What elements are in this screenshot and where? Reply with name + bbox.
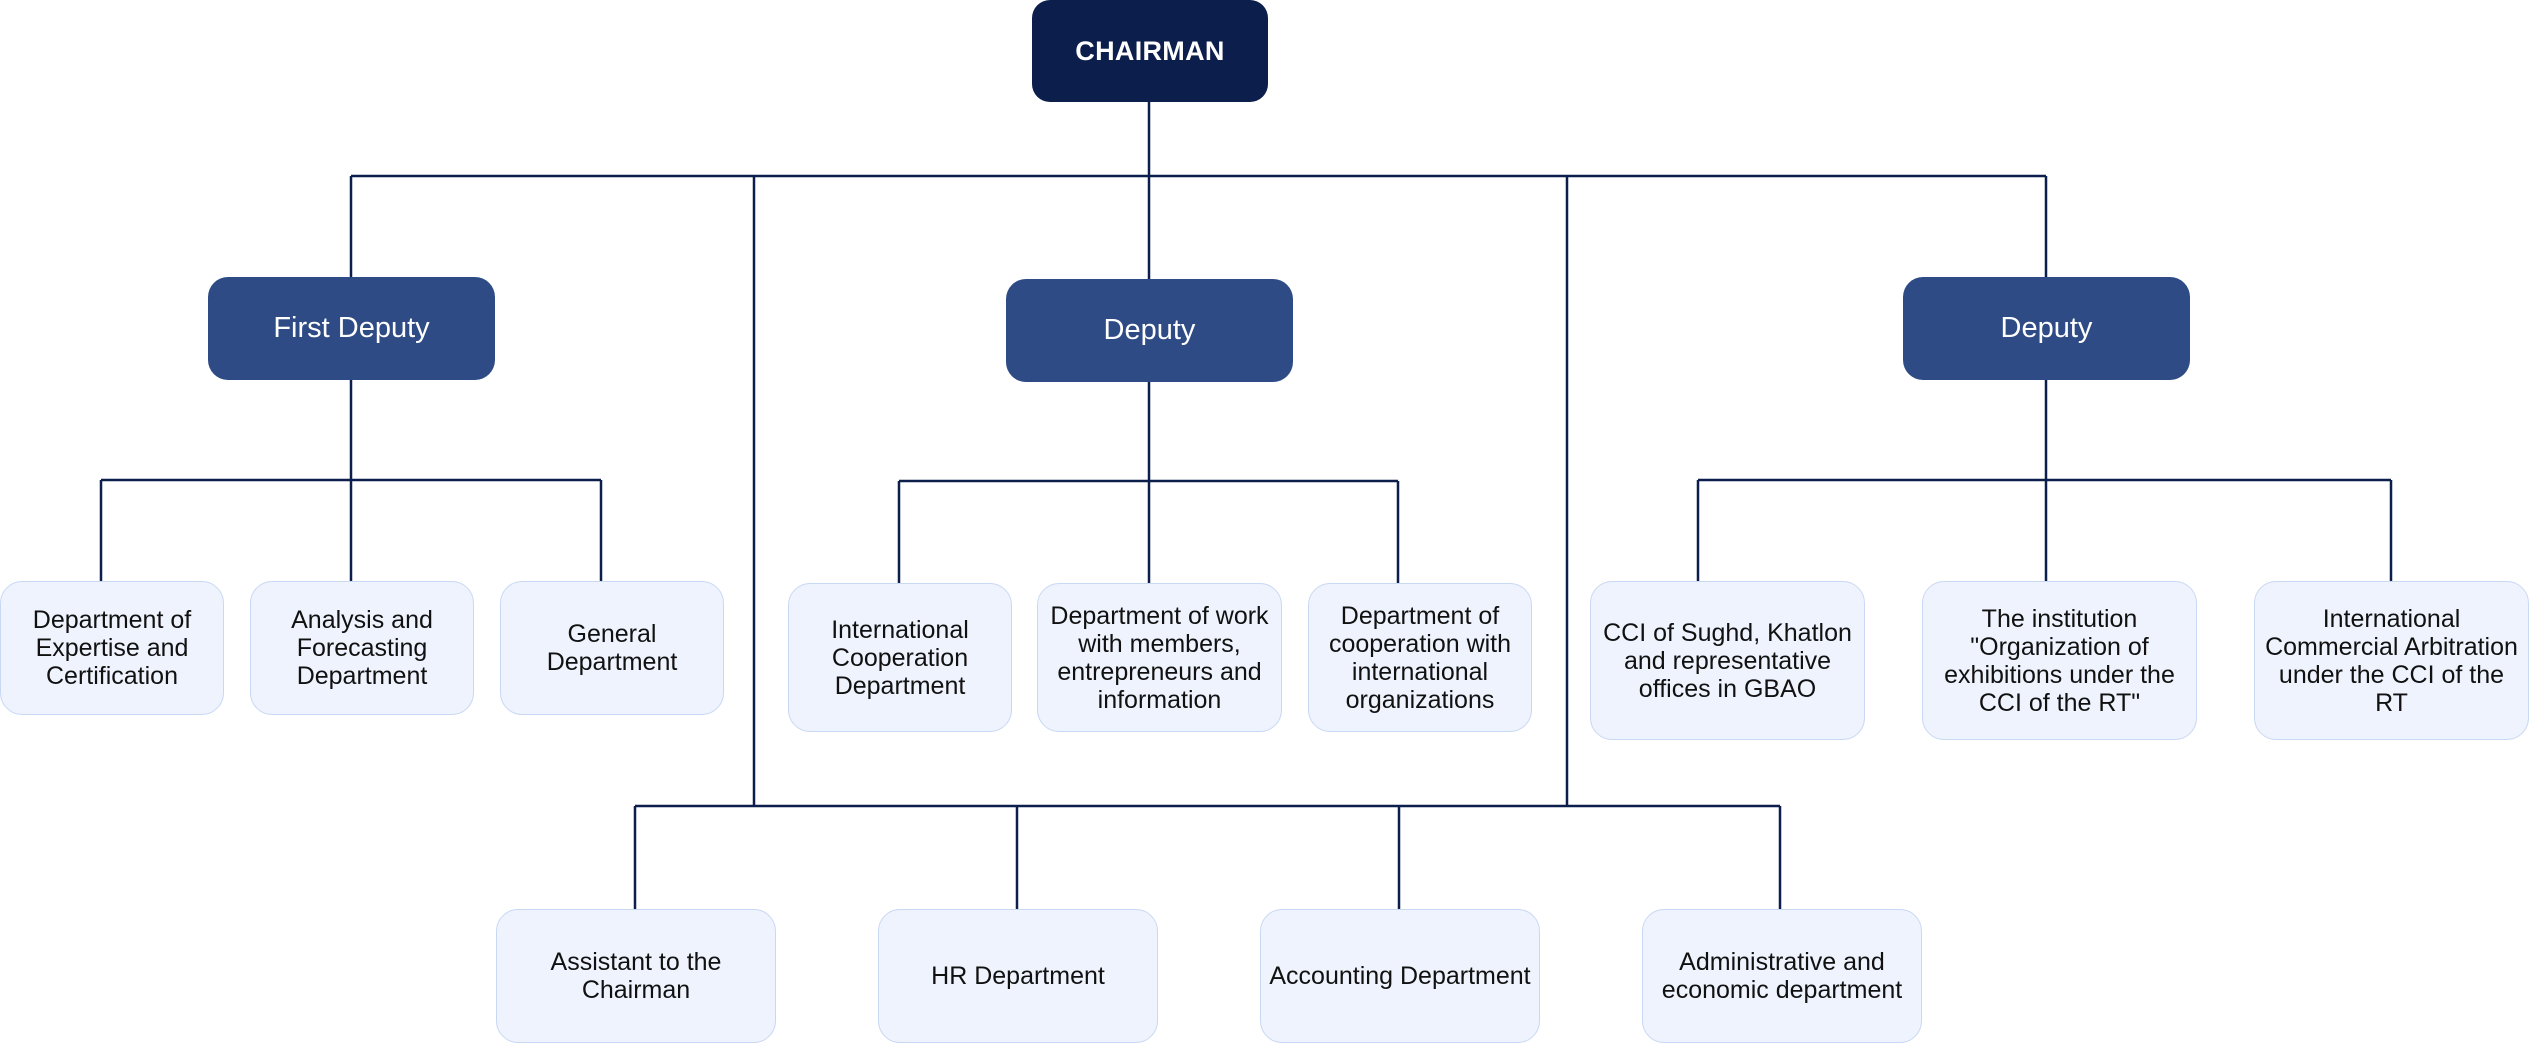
department-box: The institution "Organization of exhibit… — [1922, 581, 2197, 740]
department-box: General Department — [500, 581, 724, 715]
chairman-box: CHAIRMAN — [1032, 0, 1268, 102]
deputy-box: Deputy — [1006, 279, 1293, 382]
first-deputy-box: First Deputy — [208, 277, 495, 380]
department-box: International Cooperation Department — [788, 583, 1012, 732]
department-box: Accounting Department — [1260, 909, 1540, 1043]
department-box: Analysis and Forecasting Department — [250, 581, 474, 715]
deputy-box: Deputy — [1903, 277, 2190, 380]
department-box: Department of cooperation with internati… — [1308, 583, 1532, 732]
department-box: CCI of Sughd, Khatlon and representative… — [1590, 581, 1865, 740]
department-box: Administrative and economic department — [1642, 909, 1922, 1043]
department-box: HR Department — [878, 909, 1158, 1043]
department-box: Department of work with members, entrepr… — [1037, 583, 1282, 732]
department-box: Department of Expertise and Certificatio… — [0, 581, 224, 715]
department-box: International Commercial Arbitration und… — [2254, 581, 2529, 740]
department-box: Assistant to the Chairman — [496, 909, 776, 1043]
